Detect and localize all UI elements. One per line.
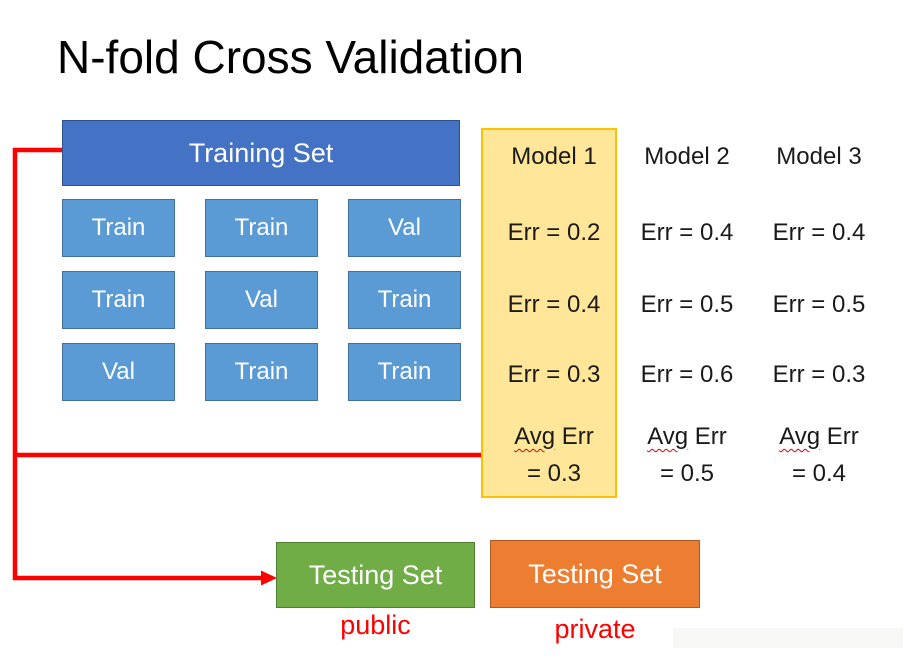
avg-err-label: Avg Err [779, 423, 859, 450]
avg-err-value: = 0.3 [526, 460, 582, 487]
avg-err-label: Avg Err [647, 423, 727, 450]
model-name: Model 1 [511, 143, 597, 170]
testing-set-private-box: Testing Set [490, 540, 700, 608]
fold-cell: Train [348, 343, 461, 401]
err-value: Err = 0.3 [507, 361, 601, 388]
fold-cell: Train [205, 343, 318, 401]
fold-cell: Train [205, 199, 318, 257]
avg-err-value: = 0.4 [791, 460, 847, 487]
fold-cell: Val [205, 271, 318, 329]
testing-set-private-label: Testing Set [528, 558, 662, 589]
faint-artifact-box [673, 628, 903, 648]
model-name: Model 2 [644, 143, 730, 170]
public-label: public [340, 610, 411, 640]
err-value: Err = 0.3 [772, 361, 866, 388]
testing-set-public-box: Testing Set [276, 542, 475, 608]
model-1-highlight-box [481, 128, 617, 498]
model-column-3: Model 3 Err = 0.4 Err = 0.5 Err = 0.3 Av… [749, 128, 889, 498]
err-value: Err = 0.4 [507, 291, 601, 318]
err-value: Err = 0.4 [772, 219, 866, 246]
fold-cell: Val [62, 343, 175, 401]
err-value: Err = 0.5 [640, 291, 734, 318]
model-column-2: Model 2 Err = 0.4 Err = 0.5 Err = 0.6 Av… [617, 128, 757, 498]
err-value: Err = 0.6 [640, 361, 734, 388]
training-set-header-label: Training Set [188, 137, 334, 168]
arrowhead-icon [261, 570, 277, 586]
avg-err-value: = 0.5 [659, 460, 715, 487]
fold-cell: Val [348, 199, 461, 257]
slide-title: N-fold Cross Validation [57, 31, 525, 83]
err-value: Err = 0.5 [772, 291, 866, 318]
model-column-1: Model 1 Err = 0.2 Err = 0.4 Err = 0.3 Av… [484, 128, 624, 498]
fold-cell: Train [62, 271, 175, 329]
training-set-header: Training Set [62, 120, 460, 186]
err-value: Err = 0.4 [640, 219, 734, 246]
fold-cell: Train [62, 199, 175, 257]
err-value: Err = 0.2 [507, 219, 601, 246]
private-label: private [554, 614, 636, 644]
model-name: Model 3 [776, 143, 862, 170]
avg-err-label: Avg Err [514, 423, 594, 450]
fold-cell: Train [348, 271, 461, 329]
testing-set-public-label: Testing Set [308, 559, 443, 590]
